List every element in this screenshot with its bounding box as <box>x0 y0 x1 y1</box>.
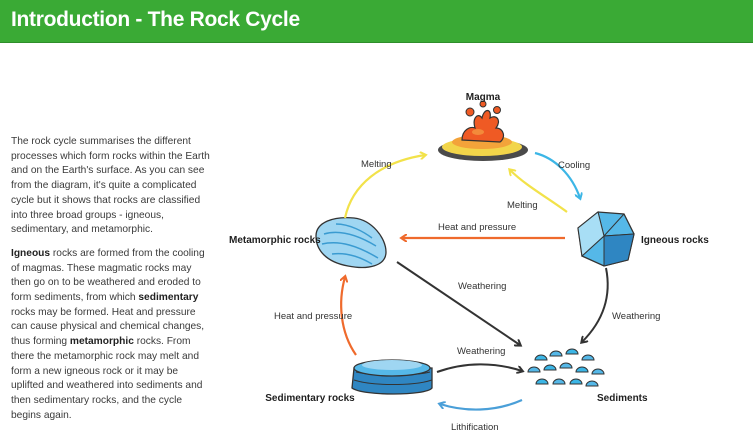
arrow-cooling <box>534 151 580 198</box>
label-heat-pressure-top: Heat and pressure <box>438 222 516 233</box>
arrow-weathering-diagonal <box>396 261 520 345</box>
intro-text: The rock cycle summarises the different … <box>11 135 211 432</box>
arrow-weathering-right <box>582 267 609 342</box>
label-melting-left: Melting <box>361 159 392 170</box>
intro-text-run: rocks may be formed. Heat and pressure c… <box>11 306 205 348</box>
label-weathering-diagonal: Weathering <box>458 281 506 292</box>
node-label-magma: Magma <box>466 92 501 103</box>
intro-text-run: rocks are formed from the cooling of mag… <box>11 247 205 304</box>
arrow-melting-left <box>343 155 425 219</box>
node-label-metamorphic: Metamorphic rocks <box>229 235 321 246</box>
label-lithification: Lithification <box>451 422 499 433</box>
intro-keyword: sedimentary <box>138 292 199 304</box>
node-label-igneous: Igneous rocks <box>641 235 709 246</box>
header-bar: Introduction - The Rock Cycle <box>0 0 753 43</box>
label-weathering-bottom: Weathering <box>457 346 505 357</box>
arrow-lithification <box>440 398 523 411</box>
intro-keyword: metamorphic <box>69 336 134 348</box>
label-heat-pressure-left: Heat and pressure <box>274 311 352 322</box>
intro-keyword: Igneous <box>11 247 51 259</box>
metamorphic-rock-icon <box>315 216 387 269</box>
sedimentary-rock-icon <box>351 359 433 395</box>
igneous-rock-icon <box>577 211 635 267</box>
intro-text-run: rocks. From there the metamorphic rock m… <box>11 336 203 421</box>
arrow-melting-inner <box>510 170 568 213</box>
node-label-sediments: Sediments <box>597 393 648 404</box>
magma-icon <box>438 100 528 161</box>
intro-paragraph-1: The rock cycle summarises the different … <box>11 136 210 236</box>
intro-paragraph-2: Igneous rocks are formed from the coolin… <box>11 247 211 423</box>
arrow-weathering-bottom <box>436 363 522 372</box>
node-label-sedimentary: Sedimentary rocks <box>265 393 355 404</box>
sediments-icon <box>527 348 605 387</box>
label-cooling: Cooling <box>558 160 590 171</box>
page-title: Introduction - The Rock Cycle <box>11 8 300 31</box>
arrow-heat-pressure-left <box>341 277 357 356</box>
label-weathering-right: Weathering <box>612 311 660 322</box>
label-melting-inner: Melting <box>507 200 538 211</box>
